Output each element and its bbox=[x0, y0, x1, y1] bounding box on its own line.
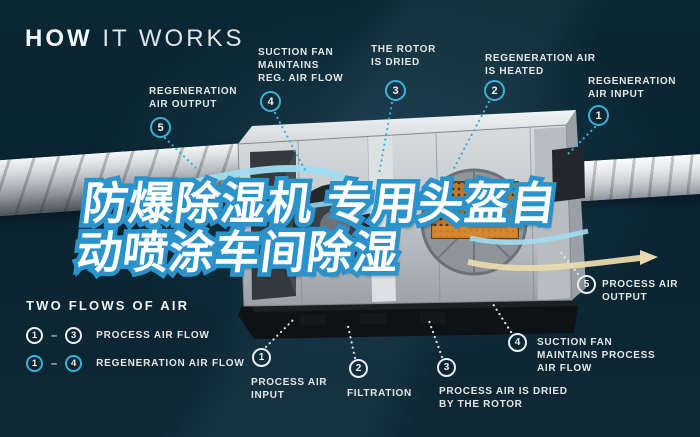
step-badge-regen-1: 1 bbox=[588, 105, 609, 126]
step-badge-process-1: 1 bbox=[252, 348, 271, 367]
step-badge-regen-3: 3 bbox=[385, 80, 406, 101]
label-filtration: FILTRATION bbox=[347, 388, 412, 399]
label-regeneration-air-heated: REGENERATION AIR IS HEATED bbox=[485, 53, 596, 77]
step-badge-process-4: 4 bbox=[508, 333, 527, 352]
legend-regen-to-badge: 4 bbox=[65, 355, 83, 372]
step-badge-regen-4: 4 bbox=[260, 91, 281, 112]
legend-regen-label: REGENERATION AIR FLOW bbox=[96, 358, 245, 369]
label-suction-fan-reg: SUCTION FAN MAINTAINS REG. AIR FLOW bbox=[258, 47, 344, 84]
label-suction-fan-process: SUCTION FAN MAINTAINS PROCESS AIR FLOW bbox=[537, 337, 656, 374]
legend-regen-separator: – bbox=[51, 357, 58, 370]
label-regeneration-air-output: REGENERATION AIR OUTPUT bbox=[149, 86, 238, 110]
page-title: HOW IT WORKS bbox=[25, 25, 245, 53]
legend-process-separator: – bbox=[51, 329, 58, 342]
label-regeneration-air-input: REGENERATION AIR INPUT bbox=[588, 76, 677, 100]
legend-process-from-badge: 1 bbox=[26, 327, 43, 344]
page-title-light: IT WORKS bbox=[102, 25, 245, 52]
legend-process-label: PROCESS AIR FLOW bbox=[96, 330, 210, 341]
label-process-air-dried: PROCESS AIR IS DRIED BY THE ROTOR bbox=[439, 386, 568, 410]
legend-row-process: 1 – 3 PROCESS AIR FLOW bbox=[26, 327, 210, 344]
step-badge-regen-5: 5 bbox=[150, 117, 171, 138]
label-process-air-input: PROCESS AIR INPUT bbox=[251, 377, 328, 401]
step-badge-process-2: 2 bbox=[349, 359, 368, 378]
legend-row-regeneration: 1 – 4 REGENERATION AIR FLOW bbox=[26, 355, 245, 372]
label-rotor-is-dried: THE ROTOR IS DRIED bbox=[371, 44, 437, 68]
step-badge-process-5: 5 bbox=[577, 275, 596, 294]
label-process-air-output: PROCESS AIR OUTPUT bbox=[602, 279, 679, 303]
step-badge-regen-2: 2 bbox=[484, 80, 505, 101]
legend-regen-from-badge: 1 bbox=[26, 355, 43, 372]
step-badge-process-3: 3 bbox=[437, 358, 456, 377]
legend-process-to-badge: 3 bbox=[65, 327, 83, 344]
page-title-bold: HOW bbox=[25, 25, 93, 52]
legend-heading: TWO FLOWS OF AIR bbox=[26, 298, 190, 313]
